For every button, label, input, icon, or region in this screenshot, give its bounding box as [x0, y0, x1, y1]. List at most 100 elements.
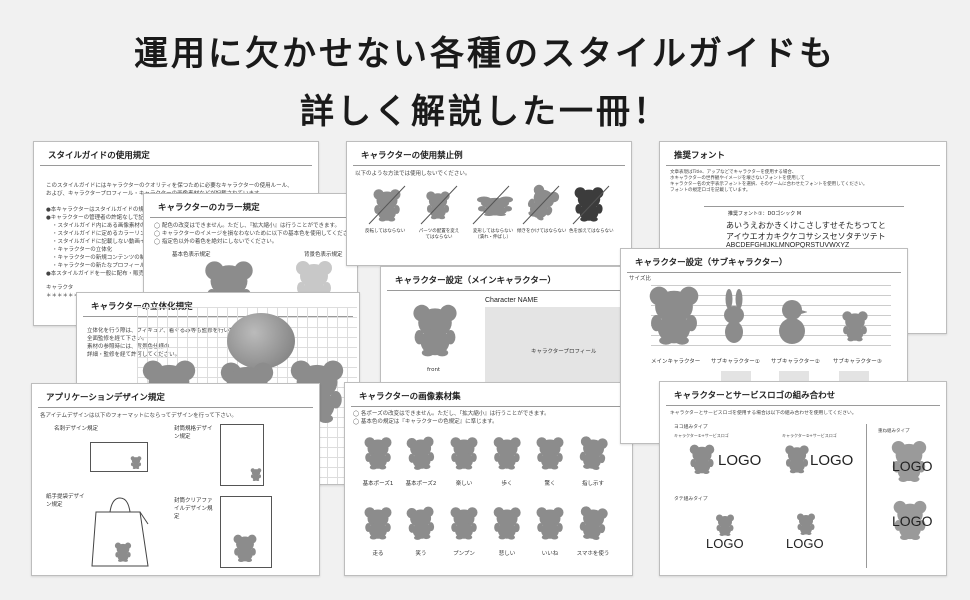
intro-line: フォントの規定ロゴを記載しています。 [670, 188, 751, 193]
char-name: サブキャラクター③ [833, 359, 882, 365]
prohibited-slash-icons [368, 185, 610, 225]
logo-text: LOGO [718, 452, 762, 469]
bear-icon [232, 534, 258, 562]
pose-bear [363, 435, 393, 471]
pose-label: 指し示す [581, 481, 604, 487]
profile-label: キャラクタープロフィール [531, 349, 597, 355]
paper-bag [91, 497, 149, 567]
pose-label: 基本ポーズ1 [362, 481, 394, 487]
pose-label: 基本ポーズ2 [405, 481, 437, 487]
section-horizontal: ヨコ組みタイプ [674, 425, 708, 430]
page-main-character: キャラクター設定（メインキャラクター） Character NAME キャラクタ… [380, 266, 634, 396]
bullet: ●本スタイルガイドを一般に配布・販売・貸 [46, 271, 156, 277]
page-title: 推奨フォント [666, 142, 940, 166]
page-title: キャラクターのカラー規定 [150, 194, 351, 218]
pose-label: スマホを使う [576, 551, 610, 557]
bear-icon [250, 468, 262, 481]
rule-item: ◯ 各ポーズの改変はできません。ただし、『拡大縮小』は行うことができます。 [353, 411, 550, 417]
char-name: サブキャラクター② [771, 359, 820, 365]
rule-item: ◯ 基本色の規定は『キャラクターの色規定』に準じます。 [353, 419, 498, 425]
bullet: ・スタイルガイドに記載しない動画イラス [52, 239, 157, 245]
logo-bear [688, 444, 716, 474]
ng-label: 反転してはならない [365, 229, 406, 234]
font-sample-label: 推奨フォント①：DOゴシック M [728, 211, 802, 217]
page-title: キャラクターとサービスロゴの組み合わせ [666, 382, 940, 406]
page-title: キャラクター設定（メインキャラクター） [387, 267, 627, 291]
rabbit-silhouette [724, 289, 744, 343]
small-bear-silhouette [841, 309, 869, 343]
page-title: キャラクターの画像素材集 [351, 383, 626, 407]
sub-label: キャラクター①+サービスロゴ [674, 433, 729, 438]
ng-label: パーツの配置を変えてはならない [418, 229, 460, 240]
bird-silhouette [779, 300, 807, 344]
font-sample-alphabet: ABCDEFGHIJKLMNOPQRSTUVWXYZ [726, 242, 850, 249]
bear-icon [114, 542, 132, 562]
intro-line: このスタイルガイドにはキャラクターのクオリティを保つために必要なキャラクターの使… [46, 183, 293, 189]
intro-line: 文章表現はTitle、アップなどでキャラクターを使用する場合、 [670, 170, 797, 175]
main-character-silhouette [647, 283, 701, 347]
bullet: ・スタイルガイド内にある画像素材の改変 [52, 223, 157, 229]
pose-label: 悲しい [498, 551, 516, 557]
pose-bear [576, 433, 610, 472]
intro-line: ホキャラクターの世界観やイメージを壊さないフォントを使用して [670, 176, 805, 181]
section-overlay: 重ね組みタイプ [878, 429, 910, 434]
intro: キャラクターとサービスロゴを使用する場合は以下の組み合わせを使用してください。 [670, 411, 857, 416]
pose-label: 楽しい [455, 481, 473, 487]
label-bag: 紙手提袋デザイン規定 [46, 494, 85, 508]
name-label: Character NAME [485, 297, 538, 304]
profile-box [485, 307, 631, 395]
logo-text: LOGO [892, 458, 933, 474]
pose-label: 笑う [415, 551, 427, 557]
intro: 各アイテムデザインは以下のフォーマットにならってデザインを行って下さい。 [40, 413, 237, 419]
footer-text: ＊＊＊＊＊＊ [46, 293, 80, 299]
logo-text: LOGO [706, 536, 744, 551]
bear-icon [130, 456, 142, 469]
body-line: 詳細・監修を経て許可してください。 [87, 352, 181, 358]
page-logo-combination: キャラクターとサービスロゴの組み合わせ キャラクターとサービスロゴを使用する場合… [659, 381, 947, 576]
pose-label: 歩く [501, 481, 513, 487]
bullet: ●本キャラクターはスタイルガイドの規定の [46, 207, 155, 213]
page-image-assets: キャラクターの画像素材集 ◯ 各ポーズの改変はできません。ただし、『拡大縮小』は… [344, 382, 633, 576]
pose-bear [492, 435, 523, 472]
intro: 以下のような方法では使用しないでください。 [355, 171, 471, 177]
section-vertical: タテ組みタイプ [674, 497, 708, 502]
font-sample-katakana: アイウエオカキクケコサシスセソタチツテト [726, 232, 886, 241]
headline-line2: 詳しく解説した一冊！ [300, 92, 670, 132]
ng-label: 傾きをかけてはならない [517, 229, 567, 234]
size-label: サイズ比 [629, 276, 651, 282]
divider [704, 206, 904, 207]
body-line: 素材の参照時には、背景色仕様の [87, 344, 170, 350]
char-name: メインキャラクター [651, 359, 701, 365]
pose-bear [449, 435, 479, 471]
pose-label: 驚く [544, 481, 556, 487]
divider [866, 424, 867, 568]
bullet: ●キャラクターの管理者の許諾なしで記事を [46, 215, 155, 221]
front-caption: front [427, 367, 441, 373]
page-title: スタイルガイドの使用規定 [40, 142, 312, 166]
pose-label: プンプン [453, 551, 475, 557]
pose-bear [576, 503, 610, 542]
footer-text: キャラクタ [46, 285, 74, 291]
pose-bear [404, 504, 437, 542]
page-color-rules: キャラクターのカラー規定 ◯ 配色の改変はできません。ただし、『拡大縮小』は行う… [143, 193, 358, 311]
page-application-design: アプリケーションデザイン規定 各アイテムデザインは以下のフォーマットにならってデ… [31, 383, 320, 576]
main-bear [411, 303, 459, 357]
label-right: 背景色表示規定 [304, 252, 343, 258]
label-left: 基本色表示規定 [172, 252, 211, 258]
sphere-shape [227, 313, 295, 369]
logo-bear [796, 512, 816, 536]
body-line: 全面監修を経て下さい。 [87, 336, 148, 342]
font-sample-hiragana: あいうえおかきくけこさしすせそたちつてと [726, 221, 886, 230]
pose-bear [535, 505, 565, 541]
pose-bear [404, 434, 437, 472]
bullet: ・キャラクターの新たなプロフィール追加 [52, 263, 157, 269]
page-title: アプリケーションデザイン規定 [38, 384, 313, 408]
ng-label: 変形してはならない（潰れ・伸ばし） [472, 229, 514, 240]
pose-label: いいね [541, 551, 559, 557]
pose-bear [363, 505, 393, 541]
char-name: サブキャラクター① [711, 359, 760, 365]
label-clearfile: 封筒クリアファイルデザイン規定 [174, 498, 213, 520]
headline-line1: 運用に欠かせない各種のスタイルガイドも [134, 34, 836, 74]
logo-text: LOGO [810, 452, 854, 469]
page-title: キャラクターの使用禁止例 [353, 142, 625, 166]
